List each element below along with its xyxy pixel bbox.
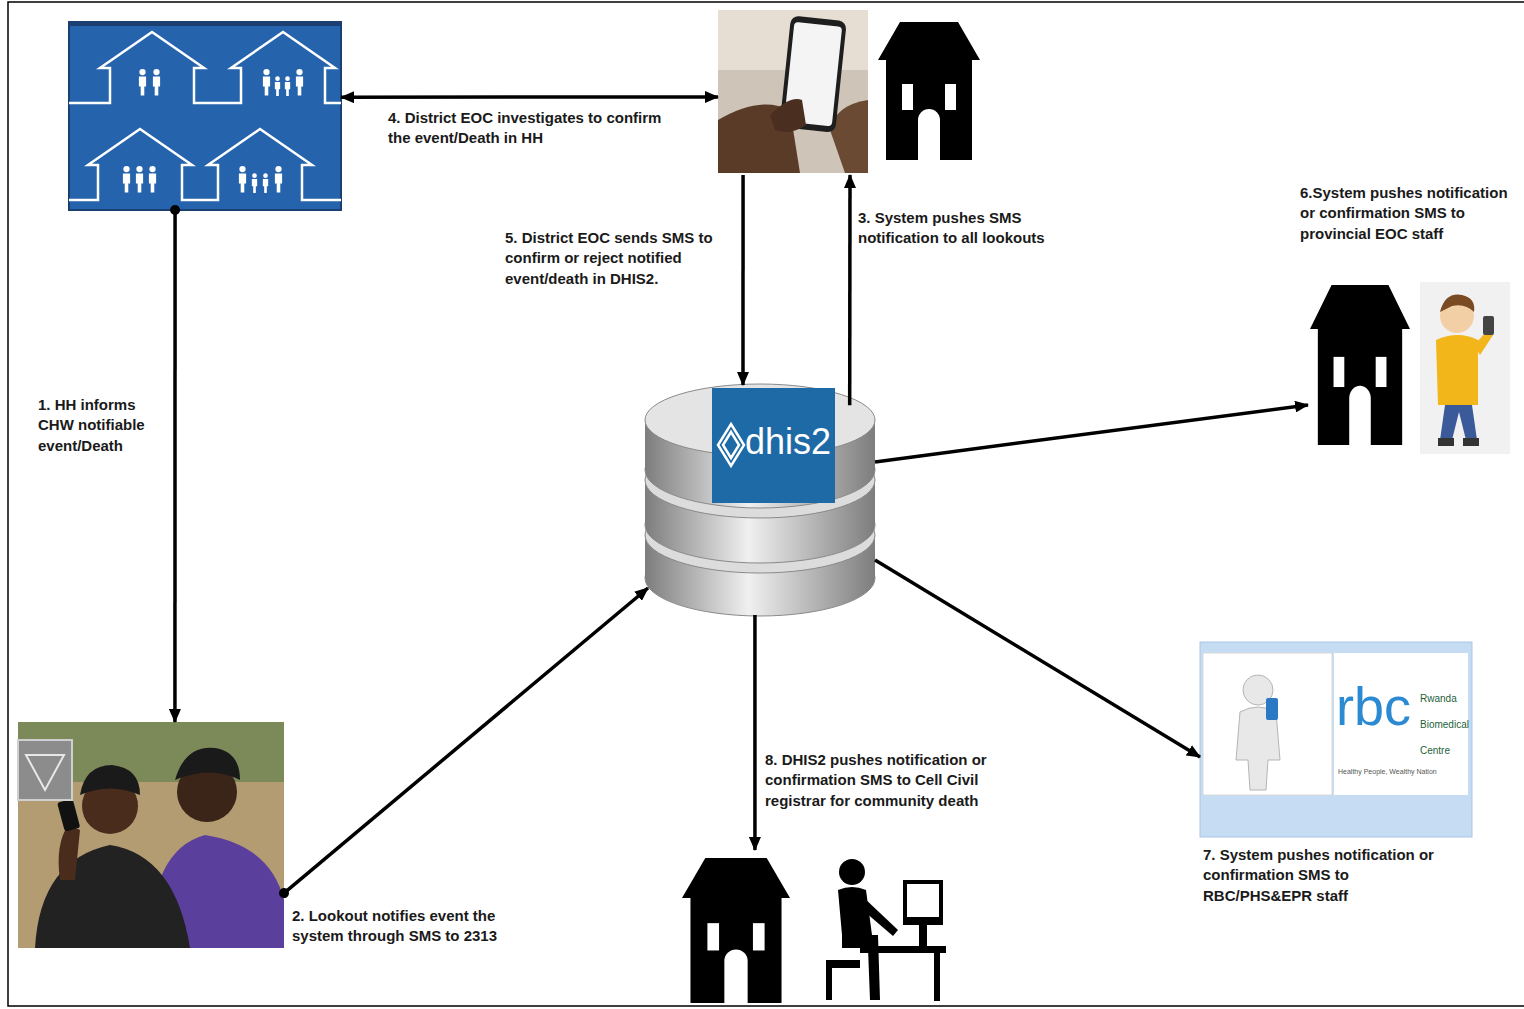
step-label: 2. Lookout notifies event the system thr… bbox=[292, 906, 550, 947]
step-label: 3. System pushes SMS notification to all… bbox=[858, 208, 1048, 249]
flow-arrow bbox=[848, 175, 852, 405]
household-illustration bbox=[153, 69, 160, 96]
step-label: 5. District EOC sends SMS to confirm or … bbox=[505, 228, 735, 289]
organisation-name: Rwanda Biomedical Centre bbox=[1420, 686, 1472, 764]
rbc-panel bbox=[1203, 653, 1332, 795]
step-label: 7. System pushes notification or confirm… bbox=[1203, 845, 1448, 906]
civil-registrar-icon bbox=[682, 858, 946, 1003]
provincial-staff-figure bbox=[1483, 316, 1494, 335]
civil-registrar-icon bbox=[903, 880, 943, 925]
household-illustration bbox=[275, 166, 282, 193]
step-label: 6.System pushes notification or confirma… bbox=[1300, 183, 1516, 244]
step-label: 1. HH informs CHW notifiable event/Death bbox=[38, 395, 166, 456]
provincial-office-icon bbox=[1310, 285, 1410, 445]
phone-photo bbox=[718, 10, 868, 173]
flow-arrow bbox=[741, 175, 745, 385]
household-illustration bbox=[239, 166, 246, 193]
logo-text: dhis2 bbox=[745, 420, 835, 463]
dhis2-database-cylinder bbox=[712, 388, 835, 503]
lookout-photo bbox=[57, 799, 80, 832]
logo-text: rbc bbox=[1336, 674, 1420, 739]
household-illustration bbox=[69, 129, 341, 200]
household-illustration bbox=[252, 173, 257, 193]
dhis2-database-cylinder bbox=[718, 424, 744, 466]
civil-registrar-icon bbox=[919, 925, 927, 946]
civil-registrar-icon bbox=[682, 858, 790, 1003]
provincial-office-icon bbox=[1310, 285, 1410, 445]
civil-registrar-icon bbox=[907, 884, 939, 917]
cell-civil-registrar bbox=[680, 850, 942, 1005]
frame-border bbox=[8, 2, 1524, 1006]
lookout-photo bbox=[18, 722, 284, 948]
phone-photo bbox=[770, 99, 806, 132]
flow-arrow bbox=[753, 615, 757, 850]
slogan: Healthy People, Wealthy Nation bbox=[1338, 768, 1466, 776]
household-illustration bbox=[123, 69, 303, 193]
provincial-staff-figure bbox=[1440, 405, 1477, 440]
household-illustration bbox=[69, 22, 341, 210]
provincial-eoc bbox=[1308, 278, 1513, 458]
flow-arrow bbox=[875, 560, 1200, 757]
household-illustration bbox=[263, 173, 268, 193]
step-label: 8. DHIS2 pushes notification or confirma… bbox=[765, 750, 1020, 811]
dhis2-database-cylinder bbox=[718, 424, 744, 466]
dhis2-database-cylinder bbox=[645, 384, 875, 616]
household-group bbox=[69, 22, 341, 210]
rbc-staff: rbcRwanda Biomedical CentreHealthy Peopl… bbox=[1200, 642, 1472, 837]
provincial-staff-figure bbox=[1420, 282, 1510, 454]
flow-arrow bbox=[341, 95, 718, 99]
lookout-photo bbox=[57, 799, 80, 832]
civil-registrar-icon bbox=[934, 953, 940, 1001]
household-illustration bbox=[149, 166, 156, 193]
provincial-staff-figure bbox=[1420, 282, 1510, 454]
household-illustration bbox=[69, 32, 341, 200]
phone-photo bbox=[718, 10, 868, 173]
household-illustration bbox=[69, 22, 341, 26]
household-illustration bbox=[69, 22, 341, 210]
lookout-photo bbox=[18, 722, 284, 948]
provincial-staff-figure bbox=[1463, 438, 1479, 446]
lookout-photo bbox=[18, 740, 72, 800]
civil-registrar-icon bbox=[826, 900, 860, 1000]
household-illustration bbox=[136, 166, 143, 193]
lookout-photo bbox=[80, 765, 140, 795]
household-illustration bbox=[296, 69, 303, 96]
household-illustration bbox=[263, 69, 270, 96]
household-illustration bbox=[285, 76, 290, 96]
district-eoc bbox=[718, 10, 982, 175]
civil-registrar-icon bbox=[860, 946, 946, 953]
household-illustration bbox=[139, 69, 146, 96]
rbc-panel bbox=[1200, 642, 1472, 837]
lookout-photo bbox=[26, 755, 64, 790]
step-label: 4. District EOC investigates to confirm … bbox=[388, 108, 680, 149]
flow-arrow bbox=[173, 210, 177, 722]
dhis2-database-cylinder bbox=[723, 432, 739, 458]
provincial-staff-figure bbox=[1436, 335, 1478, 405]
provincial-staff-figure bbox=[1440, 295, 1474, 312]
flow-arrow bbox=[284, 588, 648, 893]
lookout bbox=[18, 722, 284, 948]
district-office-icon bbox=[878, 22, 980, 160]
lookout-photo bbox=[175, 748, 240, 780]
civil-registrar-icon bbox=[858, 896, 898, 936]
civil-registrar-icon bbox=[839, 859, 865, 885]
rbc-panel bbox=[1200, 642, 1472, 837]
rbc-panel bbox=[1266, 698, 1278, 720]
provincial-staff-figure bbox=[1438, 438, 1454, 446]
household-illustration bbox=[123, 166, 130, 193]
household-illustration bbox=[69, 32, 341, 103]
lookout-photo bbox=[59, 825, 80, 880]
dhis2-database: dhis2 bbox=[645, 382, 875, 615]
flow-arrow bbox=[875, 405, 1308, 462]
household-illustration bbox=[275, 76, 280, 96]
dhis2-database-cylinder bbox=[645, 384, 875, 616]
lookout-photo bbox=[35, 845, 190, 948]
